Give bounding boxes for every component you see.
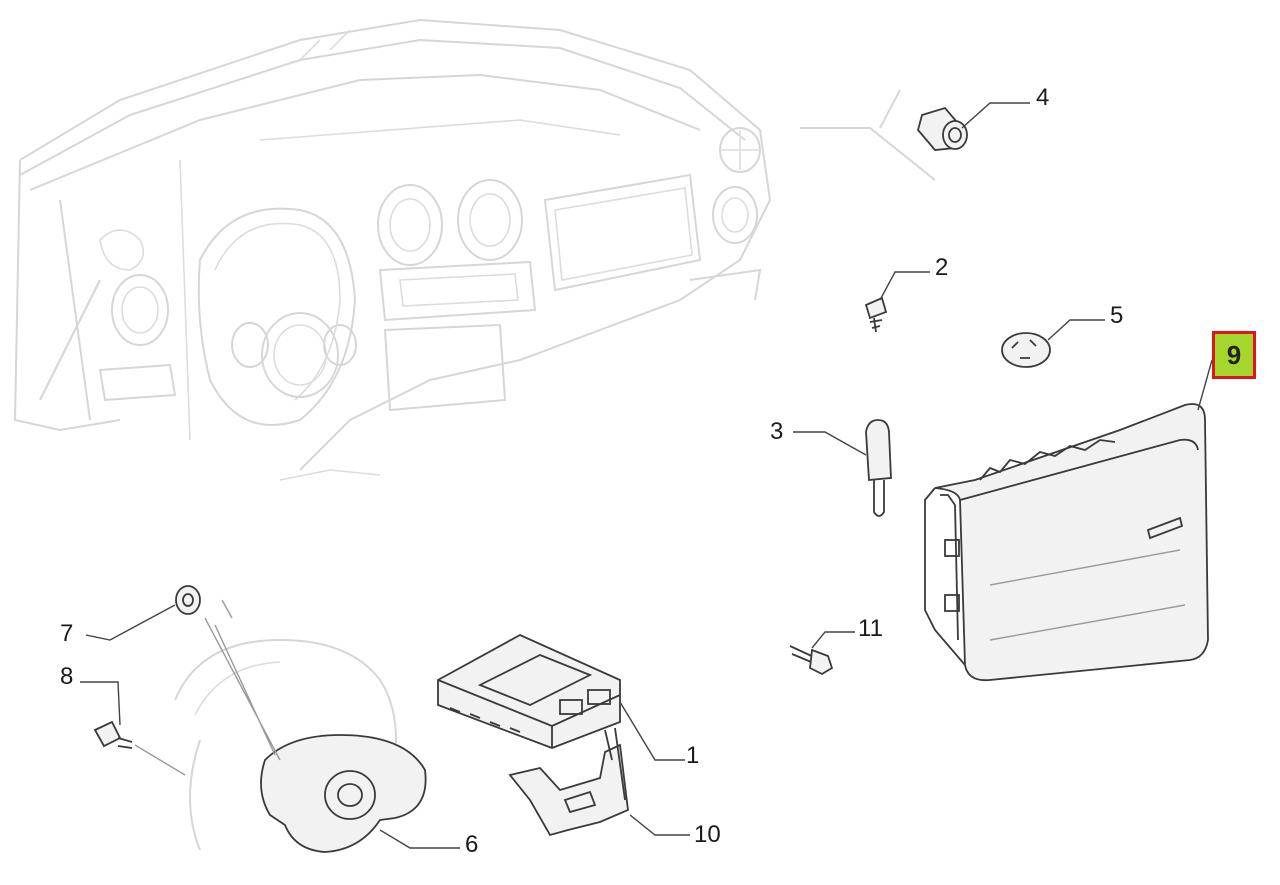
callout-4[interactable]: 4: [1036, 84, 1050, 111]
callout-9-highlighted[interactable]: 9: [1212, 331, 1256, 379]
part-9-airbag-module: [924, 359, 1213, 682]
callout-2[interactable]: 2: [935, 254, 949, 281]
part-4-switch: [917, 102, 1030, 151]
callout-6[interactable]: 6: [465, 831, 479, 858]
callout-1[interactable]: 1: [686, 742, 700, 769]
part-10-bracket: [508, 727, 690, 837]
callout-5[interactable]: 5: [1110, 302, 1124, 329]
part-6-driver-airbag: [174, 599, 460, 853]
part-5-clip: [1001, 319, 1105, 368]
part-2-pin: [864, 271, 930, 333]
part-1-control-unit: [437, 633, 685, 761]
part-3-key: [793, 419, 892, 517]
callout-3[interactable]: 3: [770, 418, 784, 445]
part-8-screw: [80, 681, 186, 776]
callout-7[interactable]: 7: [60, 620, 74, 647]
part-7-washer: [85, 585, 201, 641]
callout-11[interactable]: 11: [858, 615, 883, 642]
dashboard-outline: [13, 18, 936, 481]
callout-10[interactable]: 10: [694, 821, 721, 848]
part-11-bolt: [789, 631, 855, 676]
callout-8[interactable]: 8: [60, 663, 74, 690]
